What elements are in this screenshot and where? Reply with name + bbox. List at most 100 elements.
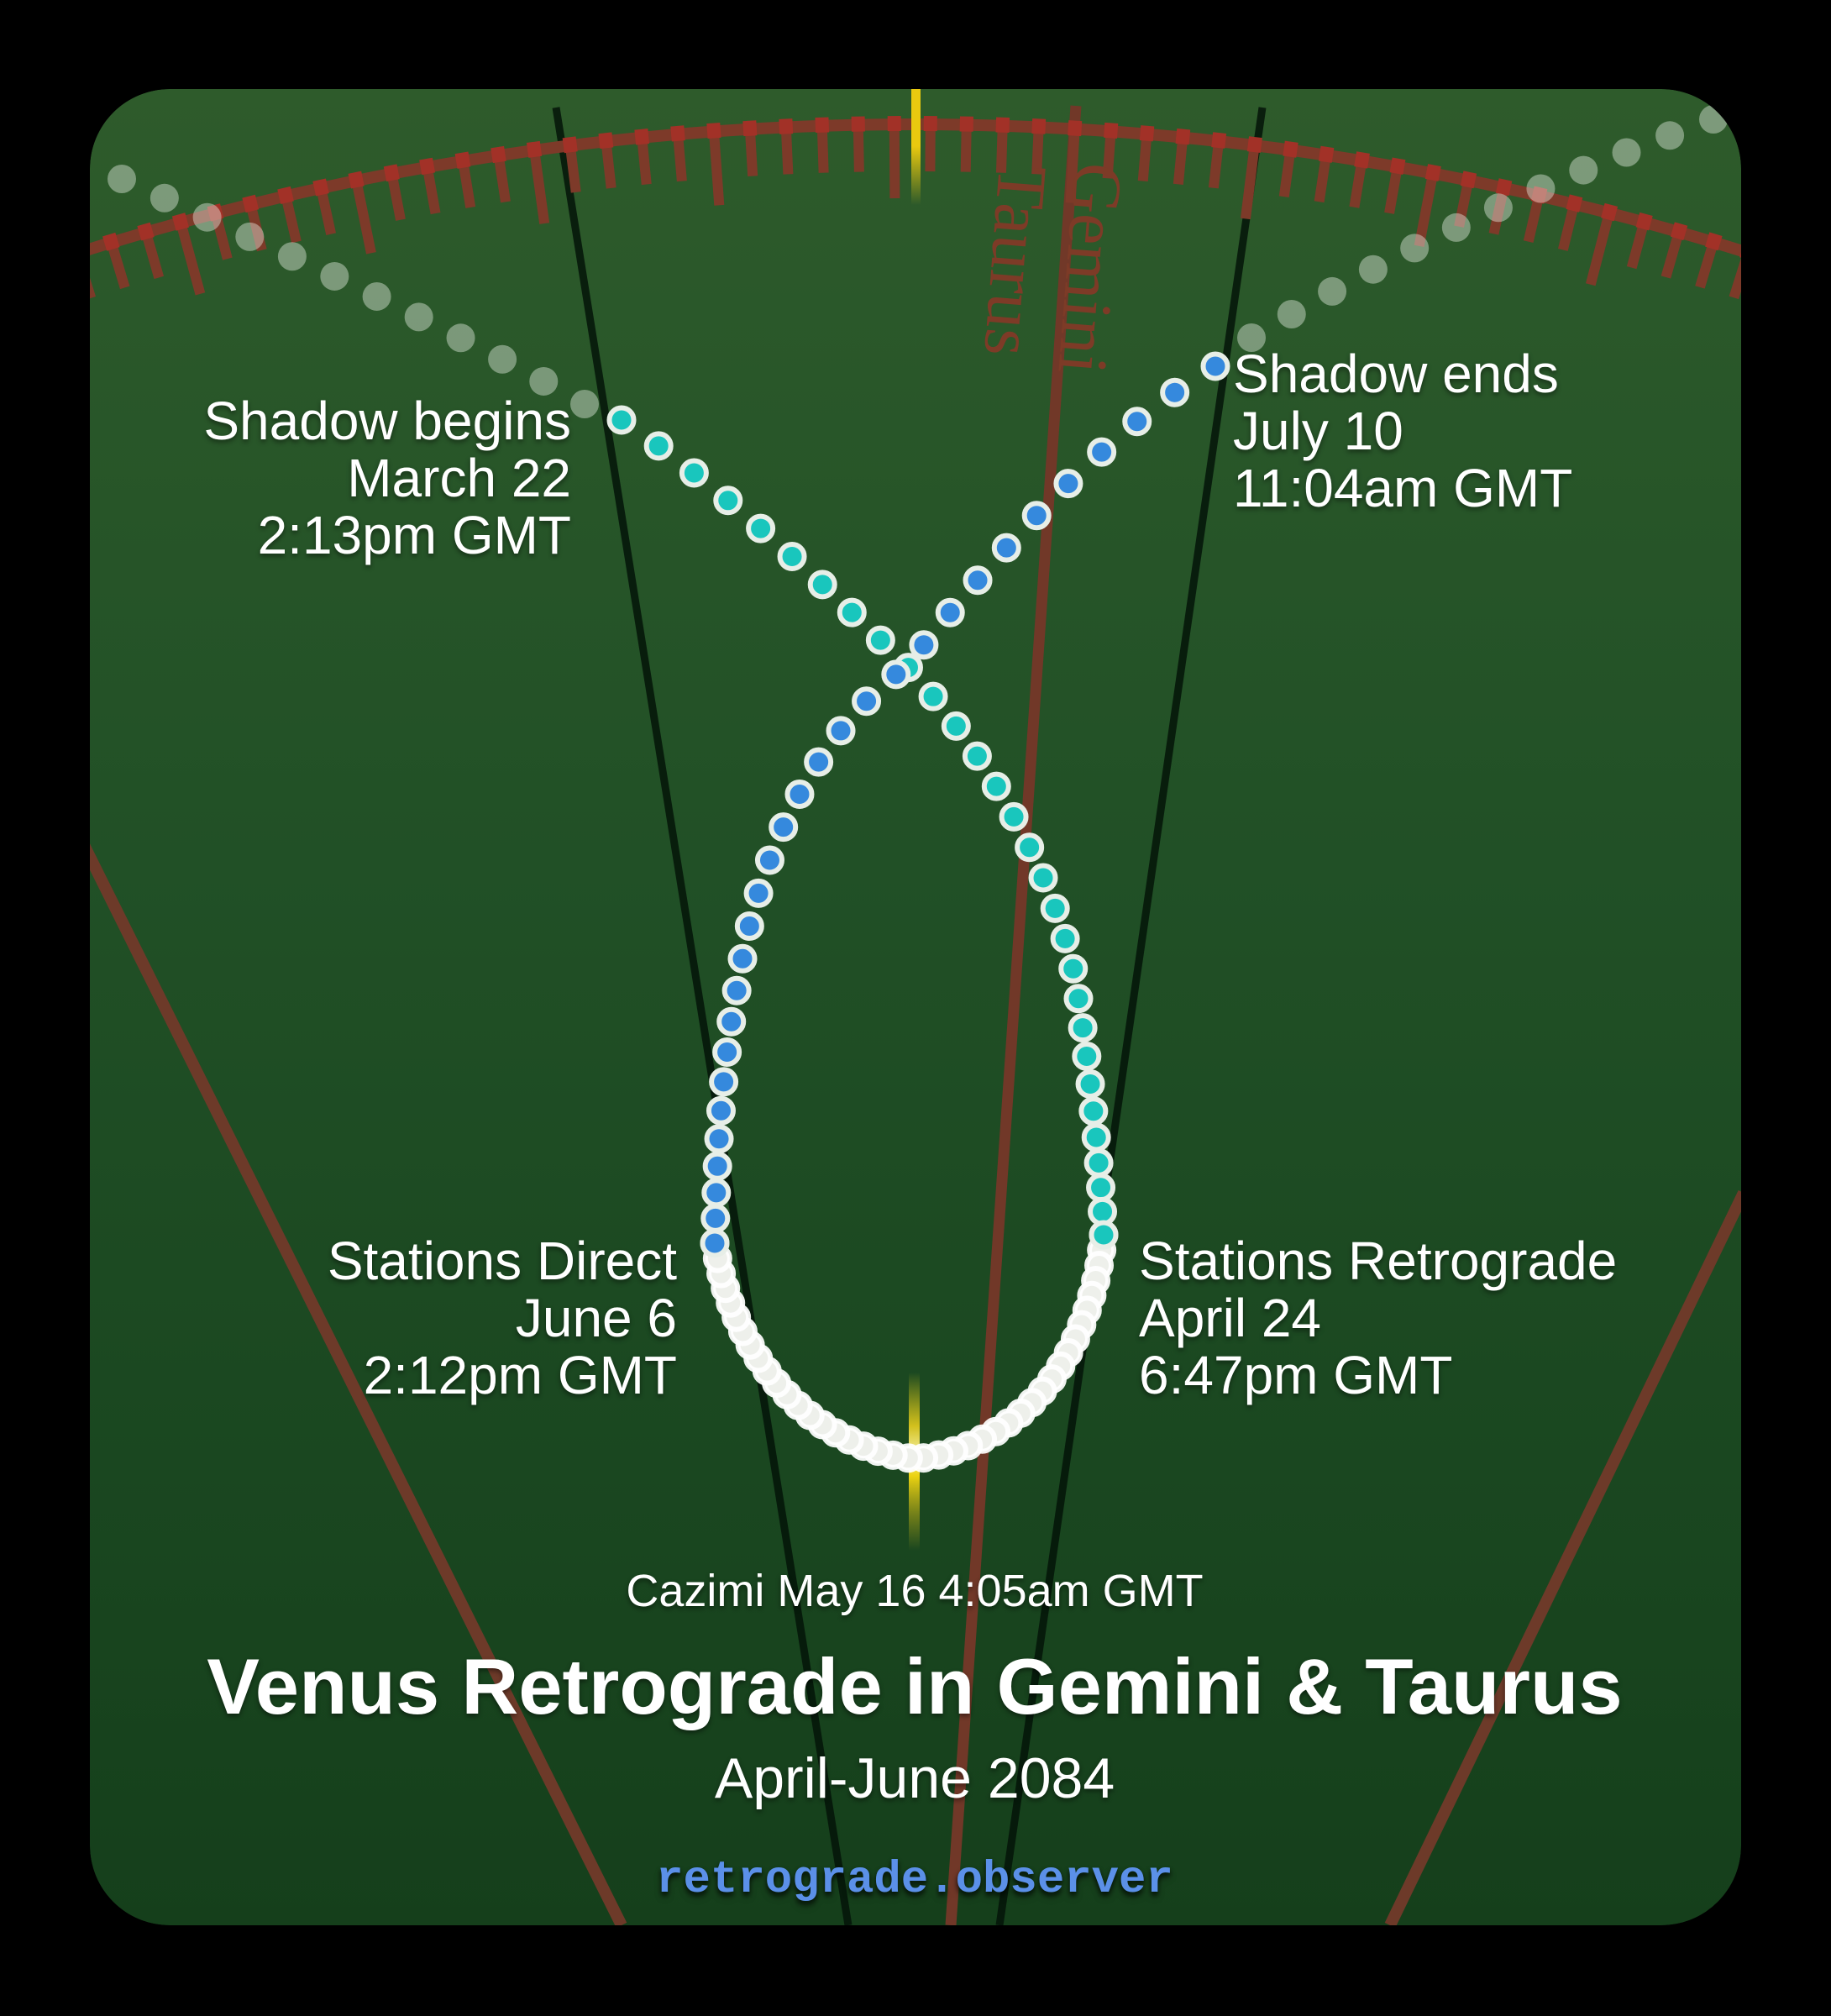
dot-direct-out (769, 812, 799, 843)
tick-cap (454, 151, 471, 169)
tick-line (386, 169, 406, 221)
tick-cap (207, 203, 224, 222)
ruler-tick (959, 116, 973, 172)
tick-line (1031, 123, 1044, 175)
dot-direct-out (704, 1124, 734, 1154)
dot-direct-out (712, 1037, 742, 1067)
tick-cap (1705, 232, 1723, 251)
tick-cap (1566, 194, 1583, 213)
tick-cap (1283, 140, 1298, 158)
dot-post-shadow (1569, 155, 1598, 185)
dot-direct-in (1058, 953, 1089, 984)
dot-pre-shadow (192, 202, 222, 232)
tick-line (816, 122, 829, 173)
dot-direct-out (709, 1067, 739, 1097)
ruler-tick (742, 120, 758, 176)
dot-direct-out (935, 597, 965, 627)
dot-direct-in (1086, 1173, 1116, 1203)
page-subtitle: April-June 2084 (715, 1746, 1115, 1810)
dot-direct-in (713, 486, 743, 516)
tick-line (422, 162, 441, 215)
dot-direct-in (1081, 1122, 1111, 1152)
tick-cap (1495, 178, 1513, 197)
ruler-tick (242, 194, 267, 252)
tick-line (601, 137, 616, 189)
tick-line (493, 151, 511, 203)
site-link[interactable]: retrograde.observer (656, 1855, 1173, 1906)
dot-direct-in (1063, 984, 1094, 1014)
tick-cap (419, 157, 436, 176)
ruler-tick (1454, 171, 1477, 228)
tick-line (853, 121, 864, 172)
annotation-shadow-begins: Shadow begins March 22 2:13pm GMT (203, 391, 571, 565)
dot-direct-in (962, 741, 992, 771)
dot-direct-out (716, 1006, 747, 1037)
tick-line (1102, 127, 1116, 179)
dot-post-shadow (1237, 323, 1266, 352)
sign-label-taurus: Taurus (968, 163, 1062, 360)
dot-pre-shadow (570, 390, 599, 418)
annotation-line: Shadow begins (203, 391, 571, 451)
tick-line (744, 125, 758, 176)
annotation-line: July 10 (1233, 401, 1403, 461)
ruler-tick (1173, 128, 1191, 185)
tick-line (636, 134, 652, 186)
ruler-tick (1065, 120, 1083, 203)
dot-direct-out (721, 975, 752, 1005)
black-spoke-right (995, 107, 1267, 1925)
dot-direct-in (643, 431, 674, 461)
tick-line (1695, 237, 1719, 289)
planet-path-dots (108, 105, 1728, 1473)
tick-line (1660, 227, 1685, 279)
tick-cap (1389, 157, 1406, 175)
tick-line (280, 192, 302, 244)
dot-pre-shadow (529, 366, 559, 396)
dot-pre-shadow (235, 222, 265, 251)
ruler-tick (1349, 151, 1370, 208)
tick-line (209, 208, 233, 260)
dot-direct-out (1087, 437, 1117, 467)
tick-cap (277, 186, 294, 205)
tick-line (1523, 191, 1545, 243)
ruler-tick (102, 232, 130, 290)
dot-direct-in (1068, 1013, 1098, 1043)
dot-direct-in (999, 801, 1029, 832)
tick-line (315, 183, 337, 235)
dot-direct-out (701, 1178, 732, 1208)
tick-cap (242, 194, 260, 213)
dot-direct-out (963, 565, 993, 596)
dot-direct-in (1072, 1041, 1102, 1071)
tick-line (105, 238, 130, 290)
ruler-tick (419, 157, 441, 215)
tick-line (1585, 208, 1615, 286)
annotation-layer: Shadow begins March 22 2:13pm GMT Shadow… (203, 344, 1622, 1906)
dot-direct-out (702, 1151, 732, 1181)
ruler-tick (1557, 194, 1583, 251)
tick-line (1208, 137, 1225, 189)
dot-direct-out (852, 686, 882, 717)
ruler-tick (1384, 157, 1406, 214)
dot-direct-in (1089, 1220, 1119, 1250)
tick-cap (1175, 128, 1191, 145)
tick-line (1557, 199, 1580, 251)
tick-cap (959, 116, 973, 132)
dot-direct-out (1053, 469, 1083, 499)
card-background (90, 89, 1741, 1925)
ruler-tick (1729, 243, 1741, 300)
red-spoke-right (1384, 1189, 1741, 1925)
annotation-line: June 6 (516, 1288, 677, 1348)
dot-pre-shadow (320, 261, 349, 291)
dot-post-shadow (1277, 299, 1306, 328)
dot-direct-in (777, 542, 807, 572)
dot-direct-out (881, 659, 911, 690)
tick-line (995, 122, 1008, 173)
dot-post-shadow (1318, 276, 1347, 306)
annotation-line: Stations Retrograde (1139, 1231, 1617, 1291)
ruler-tick (137, 222, 165, 280)
tick-cap (312, 178, 329, 197)
tick-cap (742, 120, 758, 137)
ruler-tick (1523, 186, 1548, 243)
annotation-line: April 24 (1139, 1288, 1321, 1348)
ruler-tick (383, 164, 406, 221)
